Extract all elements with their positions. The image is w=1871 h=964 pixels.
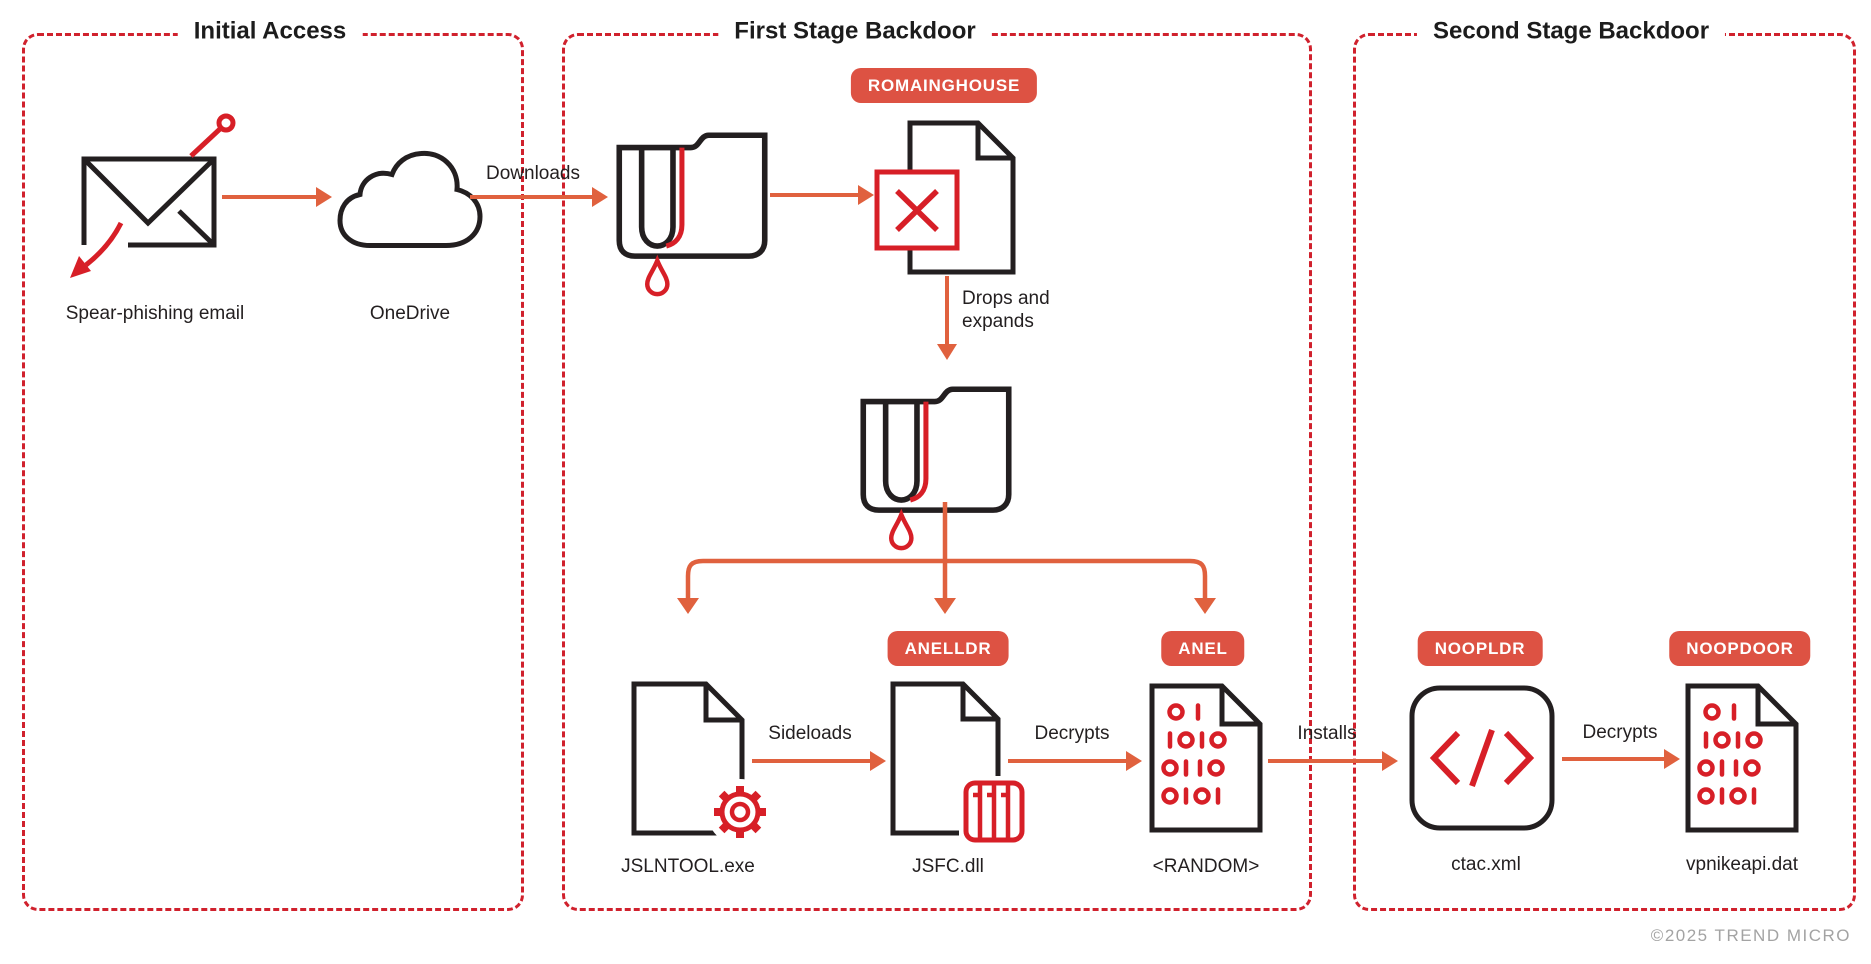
arrow-email-to-onedrive — [222, 187, 332, 207]
arrow-installs — [1268, 751, 1398, 771]
label-random: <RANDOM> — [1152, 856, 1260, 877]
label-onedrive: OneDrive — [369, 303, 451, 324]
badge-noopdoor: NOOPDOOR — [1669, 631, 1811, 666]
label-vpnikeapi: vpnikeapi.dat — [1686, 854, 1798, 875]
section-title-first-stage-backdoor: First Stage Backdoor — [718, 17, 992, 46]
badge-anel: ANEL — [1161, 631, 1245, 666]
malicious-doc-icon — [870, 115, 1025, 280]
arrow-drops-expands — [936, 276, 958, 360]
edge-label-drops-expands: Drops and expands — [962, 288, 1050, 332]
dll-doc-icon — [887, 678, 1032, 850]
executable-doc-icon — [628, 678, 778, 850]
section-title-initial-access: Initial Access — [177, 17, 363, 46]
section-title-second-stage-backdoor: Second Stage Backdoor — [1416, 17, 1726, 46]
binary-digits — [1161, 703, 1227, 805]
onedrive-cloud-icon — [333, 140, 487, 255]
edge-label-installs: Installs — [1297, 723, 1357, 744]
binary-doc-icon-noopdoor — [1682, 680, 1802, 835]
binary-doc-icon — [1146, 680, 1266, 835]
badge-romainghouse: ROMAINGHOUSE — [850, 68, 1038, 103]
spear-phishing-email-icon — [60, 110, 240, 285]
binary-digits — [1697, 703, 1763, 805]
dropper-folder-icon-1 — [608, 114, 776, 302]
copyright-text: ©2025 TREND MICRO — [1650, 926, 1851, 945]
arrow-decrypts-1 — [1008, 751, 1142, 771]
badge-noopldr: NOOPLDR — [1417, 631, 1543, 666]
arrow-branch-three-way — [670, 498, 1220, 618]
label-spear-phishing-email: Spear-phishing email — [65, 303, 245, 324]
edge-label-decrypts-1: Decrypts — [1034, 723, 1110, 744]
arrow-decrypts-2 — [1562, 749, 1680, 769]
edge-label-downloads: Downloads — [486, 163, 580, 184]
label-ctac: ctac.xml — [1451, 854, 1521, 875]
arrow-downloads — [470, 187, 608, 207]
library-glyph-icon — [973, 783, 1011, 840]
dropper-folder-icon-2 — [852, 368, 1020, 556]
arrow-folder-to-doc — [770, 185, 874, 205]
edge-label-sideloads: Sideloads — [768, 723, 852, 744]
code-brackets-icon — [1429, 728, 1535, 788]
edge-label-decrypts-2: Decrypts — [1582, 722, 1658, 743]
code-file-icon — [1406, 682, 1558, 834]
badge-anelldr: ANELLDR — [887, 631, 1009, 666]
label-jsfc: JSFC.dll — [912, 856, 984, 877]
arrow-sideloads — [752, 751, 886, 771]
label-jslntool: JSLNTOOL.exe — [621, 856, 755, 877]
